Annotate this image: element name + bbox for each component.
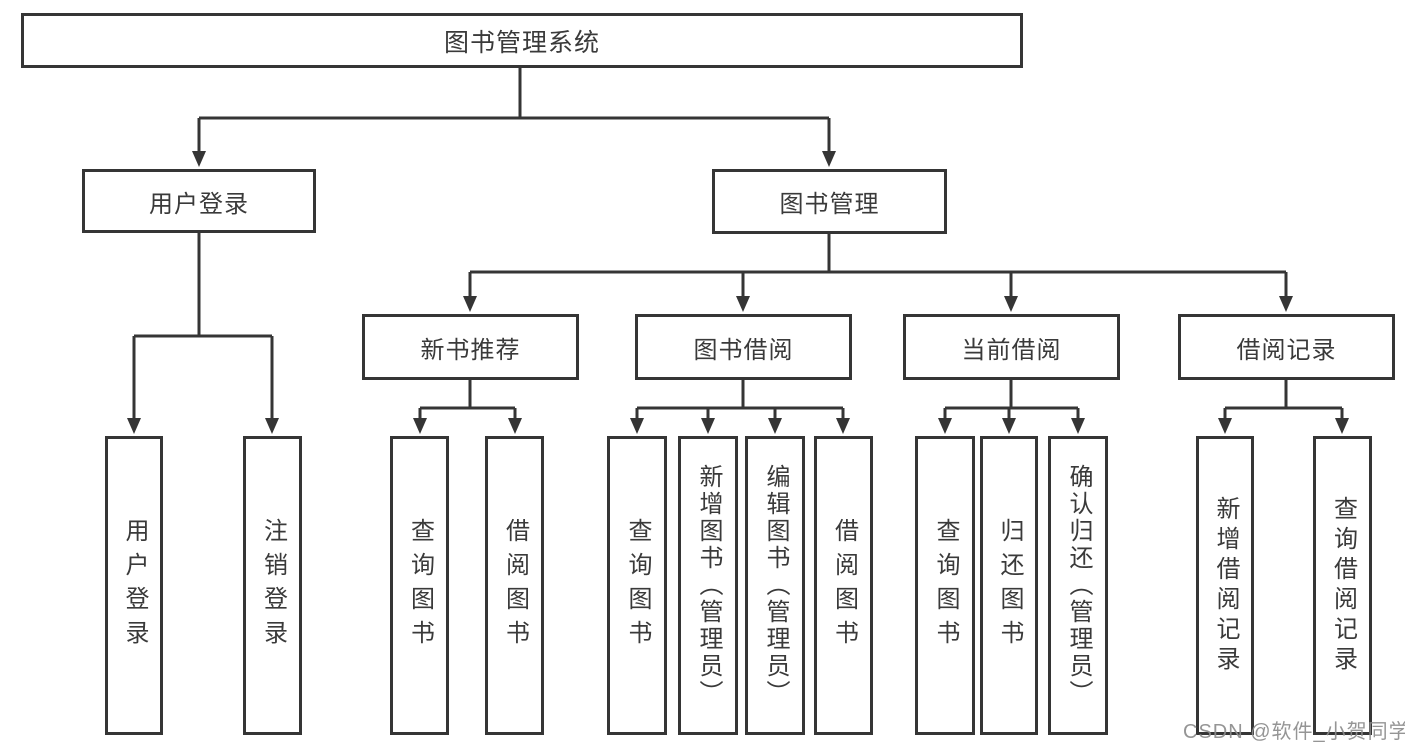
leaf-edit-books-admin: 编辑图书（管理员）	[745, 436, 805, 735]
leaf-query-books-recommend: 查询图书	[390, 436, 449, 735]
node-book-borrowing: 图书借阅	[635, 314, 852, 380]
leaf-query-borrow-record: 查询借阅记录	[1313, 436, 1372, 735]
leaf-return-books: 归还图书	[980, 436, 1038, 735]
leaf-query-books-borrowing: 查询图书	[607, 436, 667, 735]
leaf-borrow-books-recommend: 借阅图书	[485, 436, 544, 735]
leaf-confirm-return-admin: 确认归还（管理员）	[1048, 436, 1108, 735]
csdn-watermark: CSDN @软件_小贺同学	[1183, 721, 1405, 743]
node-borrowing-records: 借阅记录	[1178, 314, 1395, 380]
leaf-query-books-current: 查询图书	[915, 436, 975, 735]
leaf-borrow-books: 借阅图书	[814, 436, 873, 735]
node-book-management-branch: 图书管理	[712, 169, 947, 234]
node-new-book-recommendation: 新书推荐	[362, 314, 579, 380]
node-root-system: 图书管理系统	[21, 13, 1023, 68]
arrowheads	[127, 151, 1349, 434]
leaf-logout: 注销登录	[243, 436, 302, 735]
node-current-borrowing: 当前借阅	[903, 314, 1120, 380]
node-user-login-branch: 用户登录	[82, 169, 316, 233]
leaf-add-books-admin: 新增图书（管理员）	[678, 436, 738, 735]
leaf-user-login: 用户登录	[105, 436, 163, 735]
leaf-add-borrow-record: 新增借阅记录	[1196, 436, 1254, 735]
